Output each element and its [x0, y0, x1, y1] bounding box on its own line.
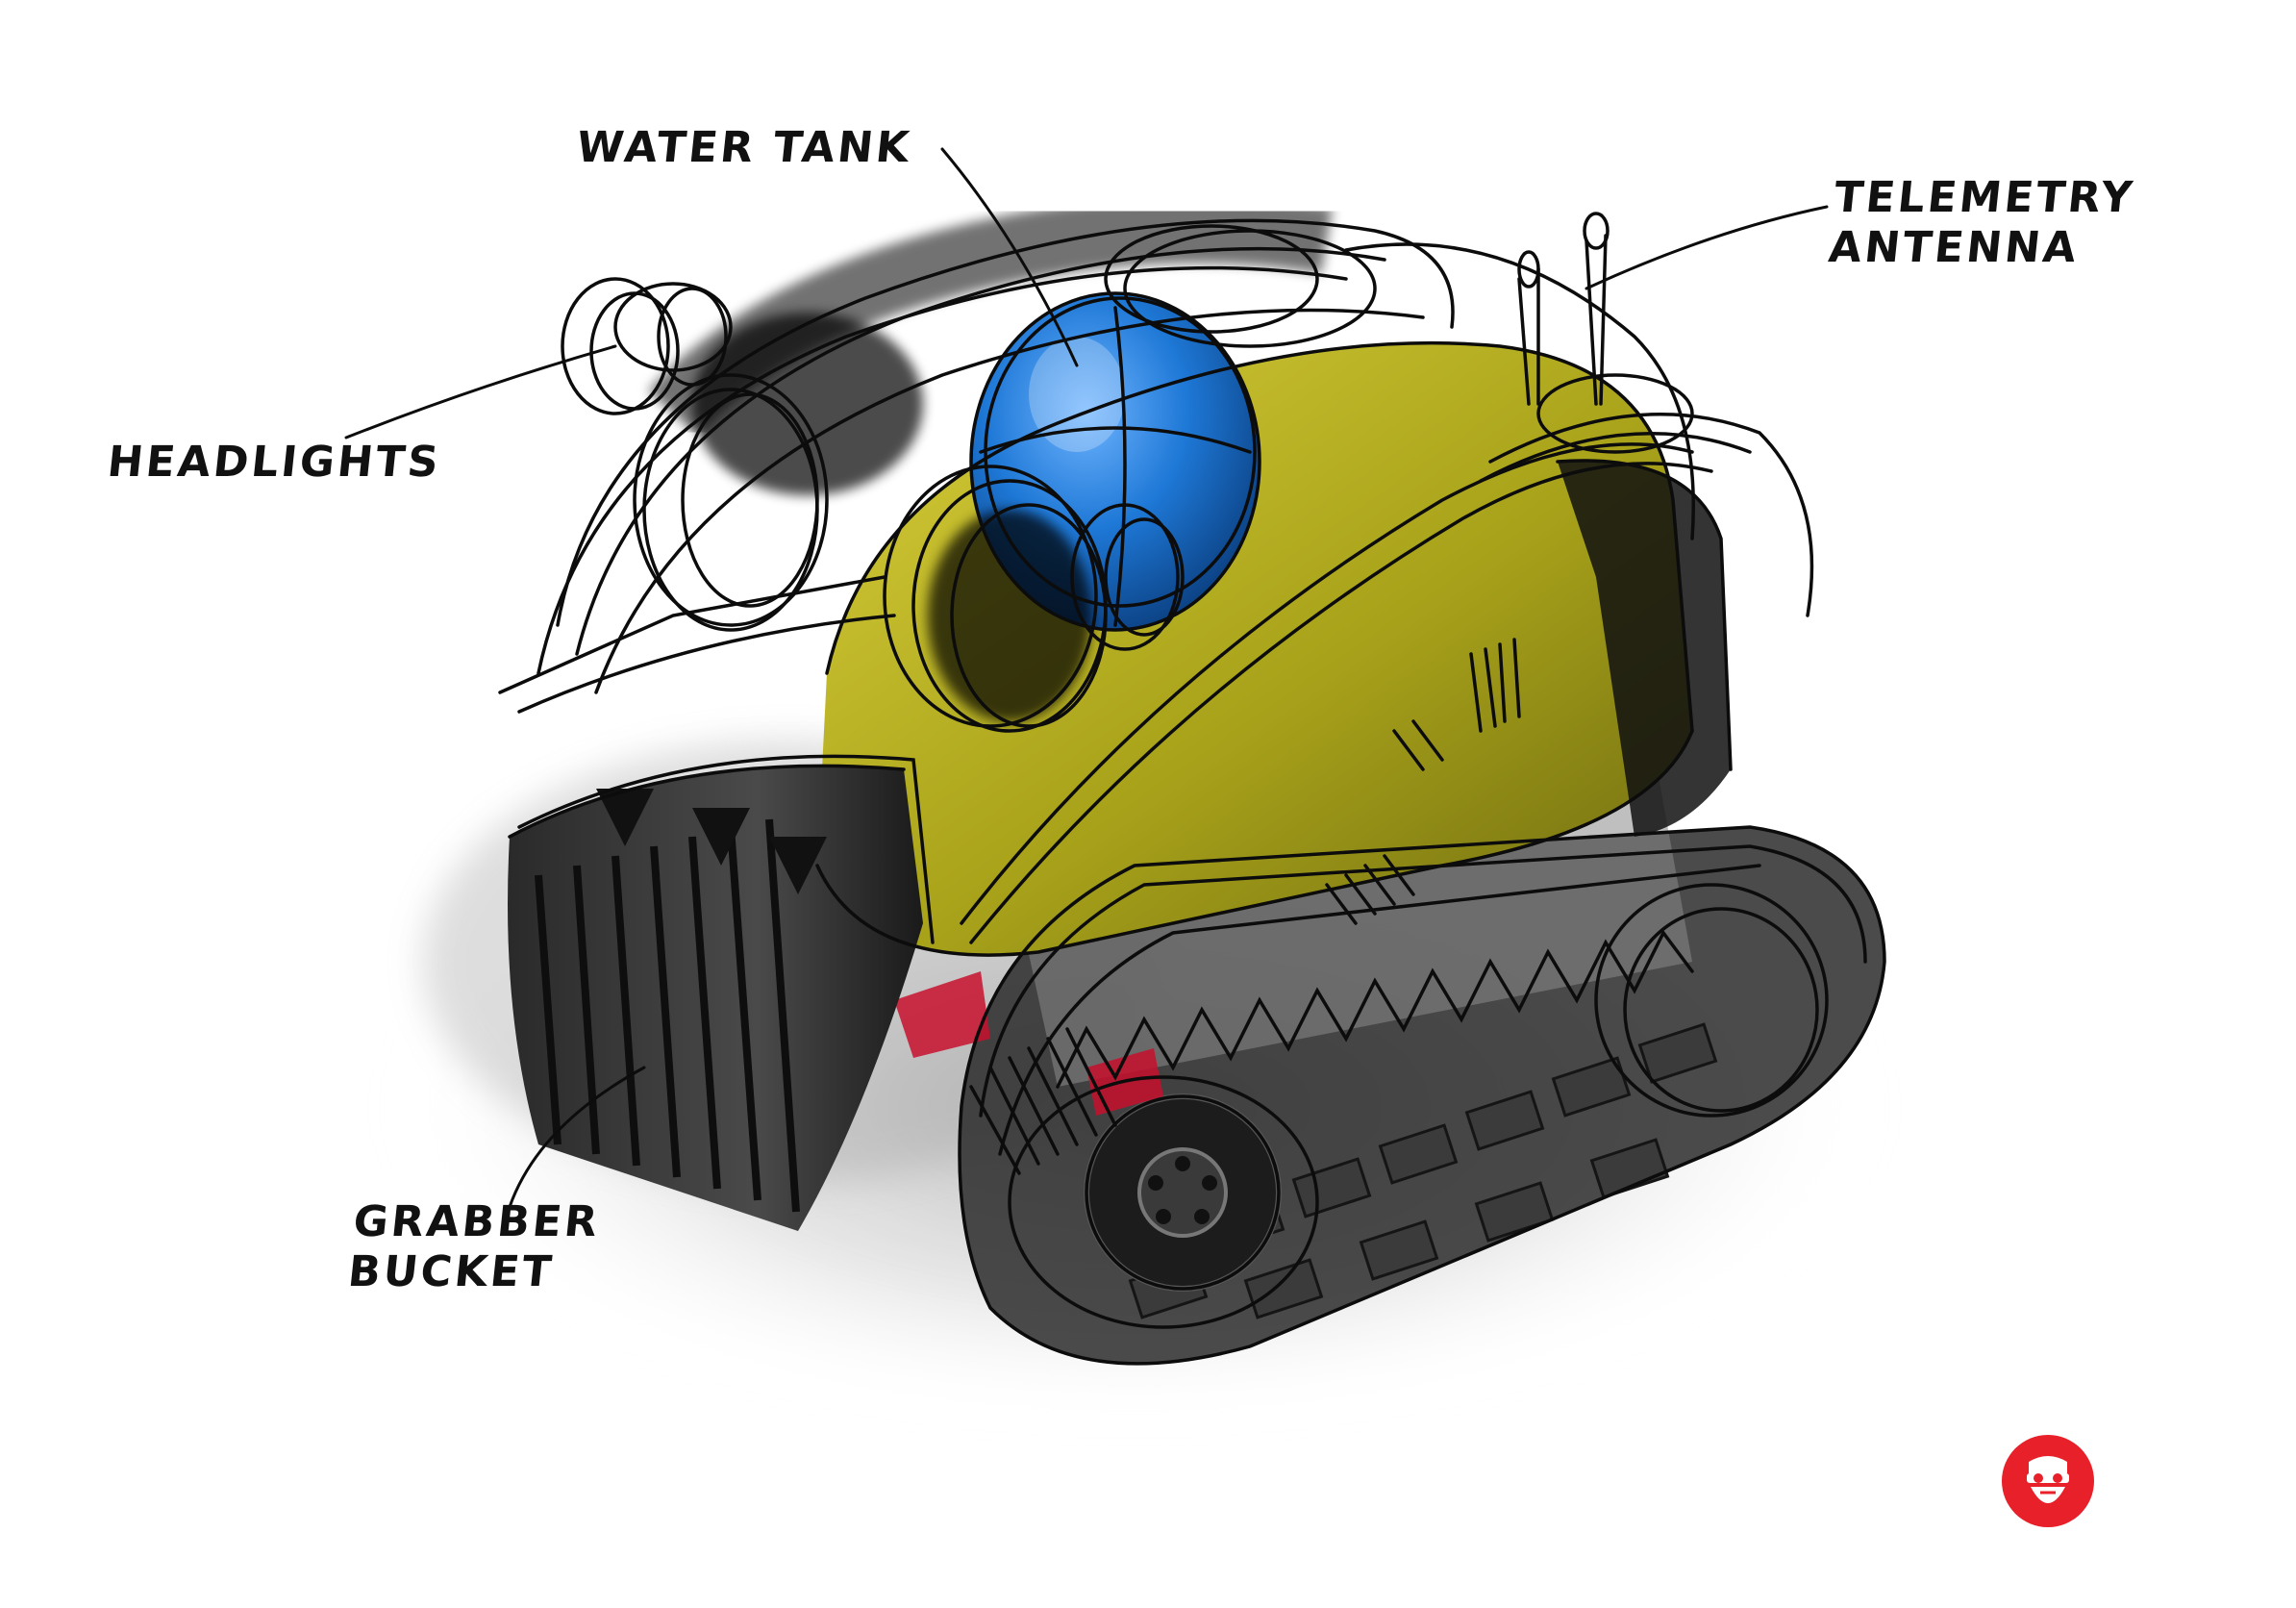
bucket-teeth: [535, 818, 800, 1213]
grabber-text: GRABBER: [351, 1197, 603, 1246]
sketch-lines: [344, 147, 1886, 1366]
telemetry-text: TELEMETRY: [1832, 173, 2137, 222]
telemetry-antenna-label: TELEMETRY ANTENNA: [1827, 173, 2137, 273]
headlights-label: HEADLIGHTS: [105, 438, 443, 488]
water-tank-text: WATER TANK: [574, 123, 914, 172]
headlights-text: HEADLIGHTS: [105, 438, 444, 487]
bucket-text: BUCKET: [345, 1247, 557, 1296]
antenna-text: ANTENNA: [1826, 223, 2082, 272]
wheel-bolts: [1148, 1156, 1217, 1224]
red-accent-left: [894, 971, 990, 1058]
tank-highlight: [1029, 337, 1125, 452]
bearded-face-icon: [2002, 1435, 2094, 1527]
bucket-brackets: [596, 789, 827, 894]
inner-light-shadow: [928, 510, 1091, 721]
grabber-bucket-label: GRABBER BUCKET: [346, 1197, 603, 1297]
headlight-shadow: [692, 313, 923, 495]
water-tank-label: WATER TANK: [574, 123, 914, 173]
grabber-bucket: [508, 766, 923, 1231]
